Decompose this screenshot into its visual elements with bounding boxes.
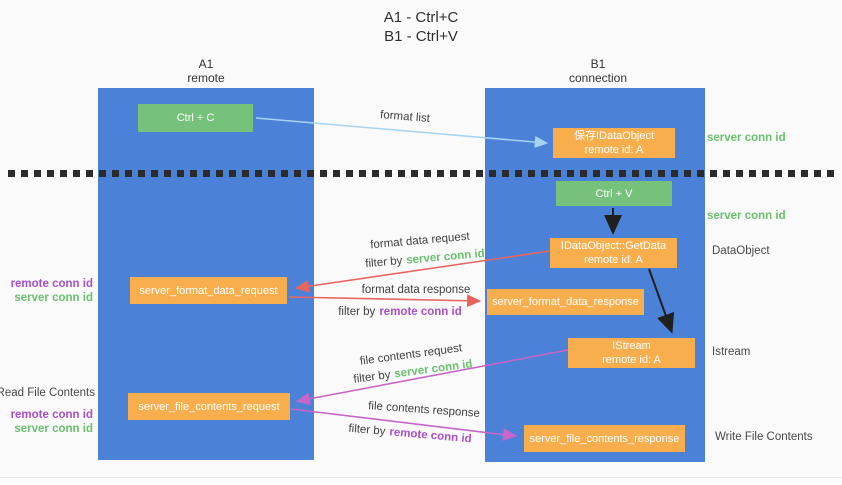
server-format-data-response-node: server_format_data_response: [487, 289, 644, 315]
istream-node: IStream remote id: A: [568, 338, 695, 368]
istream-line2: remote id: A: [602, 354, 661, 366]
diagram-title: A1 - Ctrl+C B1 - Ctrl+V: [0, 8, 842, 46]
getdata-line1: IDataObject::GetData: [560, 240, 667, 252]
right-column-role: connection: [568, 71, 628, 85]
left-column-header: A1 remote: [146, 57, 266, 85]
save-dataobject-line2: remote id: A: [584, 144, 644, 156]
server-file-contents-response-label: server_file_contents_response: [529, 432, 680, 445]
ctrl-v-node: Ctrl + V: [556, 181, 672, 206]
getdata-node: IDataObject::GetData remote id: A: [550, 238, 677, 268]
filter-by-text: filter by: [364, 255, 403, 271]
server-format-data-request-label: server_format_data_request: [139, 284, 278, 297]
remote-conn-id-left-label-2: remote conn id: [10, 409, 93, 421]
filter-by-text: filter by: [338, 306, 376, 318]
ctrl-c-node: Ctrl + C: [138, 104, 253, 132]
format-data-response-arrow: [288, 294, 482, 308]
filter-by-text: filter by: [347, 422, 386, 438]
getdata-line2: remote id: A: [584, 254, 643, 266]
file-contents-response-label: file contents response: [367, 400, 481, 420]
dataobject-label: DataObject: [712, 245, 770, 257]
ctrl-c-label: Ctrl + C: [176, 112, 215, 124]
istream-line1: IStream: [612, 340, 651, 352]
server-format-data-request-node: server_format_data_request: [130, 277, 287, 304]
server-conn-id-text: server conn id: [405, 247, 486, 267]
filter-by-text: filter by: [352, 369, 392, 386]
right-column-header: B1 connection: [538, 57, 658, 85]
left-column-id: A1: [198, 57, 214, 71]
format-data-request-label: format data request: [369, 230, 471, 252]
remote-conn-id-left-label-1: remote conn id: [10, 278, 93, 290]
ctrl-v-label: Ctrl + V: [595, 187, 633, 200]
server-conn-id-left-label-2: server conn id: [14, 423, 93, 435]
title-line-1: A1 - Ctrl+C: [383, 9, 459, 26]
server-file-contents-request-node: server_file_contents_request: [128, 393, 290, 420]
server-conn-id-right-label-1: server conn id: [707, 132, 786, 144]
server-file-contents-request-label: server_file_contents_request: [138, 400, 280, 413]
save-dataobject-line1: 保存IDataObject: [573, 130, 655, 142]
server-file-contents-response-node: server_file_contents_response: [524, 425, 685, 452]
window-bottom-edge: [0, 477, 842, 478]
remote-conn-id-text: remote conn id: [388, 426, 473, 446]
remote-conn-id-text: remote conn id: [379, 306, 462, 318]
format-data-response-label: format data response: [361, 284, 471, 296]
save-dataobject-node: 保存IDataObject remote id: A: [553, 128, 675, 158]
write-file-contents-label: Write File Contents: [715, 431, 813, 443]
left-column-role: remote: [187, 71, 225, 85]
dotted-separator-line: [8, 170, 835, 177]
right-column-id: B1: [590, 57, 606, 71]
window-below-edge: [0, 478, 842, 485]
server-conn-id-right-label-2: server conn id: [707, 210, 786, 222]
format-list-label: format list: [379, 109, 431, 125]
title-line-2: B1 - Ctrl+V: [384, 28, 458, 45]
server-format-data-response-label: server_format_data_response: [492, 296, 639, 308]
istream-side-label: Istream: [712, 346, 751, 358]
read-file-contents-label: Read File Contents: [0, 387, 95, 399]
server-conn-id-left-label-1: server conn id: [14, 292, 93, 304]
